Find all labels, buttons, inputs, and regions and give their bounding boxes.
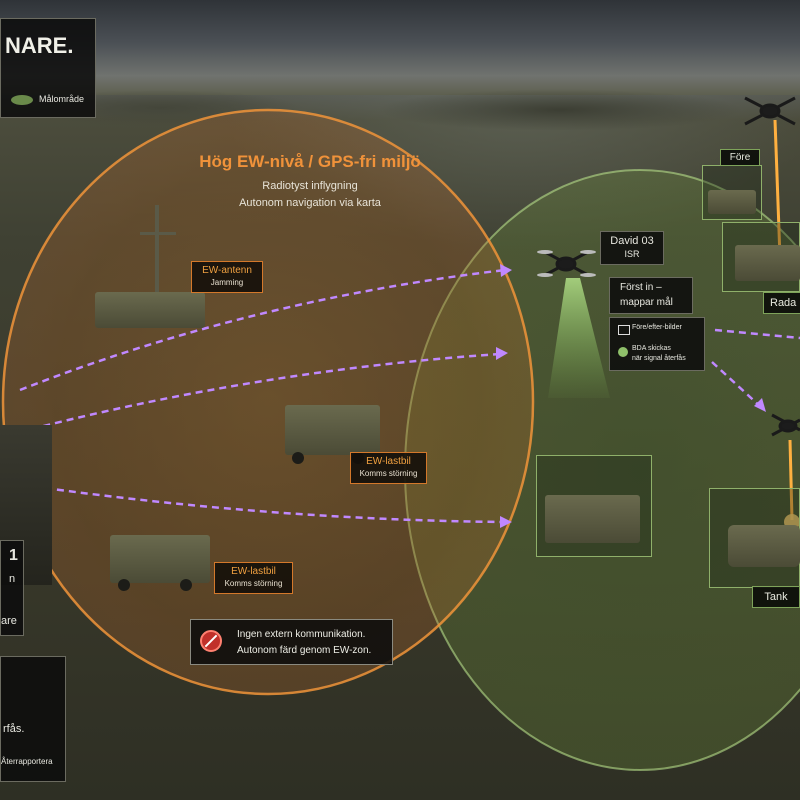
bda-line1: BDA skickas — [632, 345, 671, 352]
flight-paths — [19, 268, 800, 524]
arrowhead-2 — [496, 347, 508, 360]
ew-antenna-label-title: EW-antenn — [202, 265, 252, 276]
arrowhead-3 — [500, 516, 512, 528]
tank-vehicle — [728, 525, 800, 567]
legend-panel: NARE. Målområde — [0, 18, 96, 118]
ew-zone-line1: Radiotyst inflygning — [262, 180, 358, 192]
ew-antenna-vehicle — [95, 292, 205, 328]
left-mid-fragment-2: n — [9, 573, 16, 585]
mapping-title-line2: mappar mål — [620, 297, 673, 308]
ew-truck-2-wheel-rear — [180, 579, 192, 591]
target-area-label: Målområde — [39, 94, 85, 104]
flight-path-3 — [44, 486, 506, 524]
drone-name: David 03 — [610, 235, 654, 247]
mapping-title-line1: Först in – — [620, 282, 662, 293]
arrowhead-1 — [500, 264, 512, 277]
ew-zone-line2: Autonom navigation via karta — [239, 197, 381, 209]
left-mid-panel: 1 n are — [0, 540, 24, 636]
before-thumbnail-vehicle — [708, 190, 756, 214]
arrowhead-4 — [754, 398, 766, 412]
mountain-ridge — [0, 70, 800, 130]
no-comms-line2: Autonom färd genom EW-zon. — [237, 645, 372, 656]
strike-beam-tank — [788, 439, 794, 521]
bda-icon — [618, 347, 628, 357]
legend-title: NARE. — [5, 33, 74, 58]
ew-truck-1-label-sub: Komms störning — [359, 469, 418, 478]
before-after-images-label: Före/efter-bilder — [632, 324, 682, 331]
ew-truck-2-label-title: EW-lastbil — [231, 566, 276, 577]
ew-truck-1-wheel-front — [292, 452, 304, 464]
mapping-detail-panel: Före/efter-bilder BDA skickas när signal… — [609, 317, 705, 371]
left-mid-fragment-3: are — [1, 615, 17, 627]
left-bottom-fragment-2: Återrapportera — [1, 757, 53, 766]
target-area-swatch-icon — [11, 95, 33, 105]
flight-path-2 — [19, 352, 501, 434]
ew-truck-1-label: EW-lastbil Komms störning — [350, 452, 427, 484]
mapping-title-panel: Först in – mappar mål — [609, 277, 693, 314]
flight-path-arrowheads — [496, 264, 766, 528]
no-comms-callout: Ingen extern kommunikation. Autonom färd… — [190, 619, 393, 665]
bda-line2: när signal återfås — [632, 355, 686, 362]
ew-truck-2 — [110, 535, 210, 583]
mapped-target-vehicle — [545, 495, 640, 543]
drone-label: David 03 ISR — [600, 231, 664, 265]
no-comms-line1: Ingen extern kommunikation. — [237, 629, 366, 640]
ew-truck-2-label: EW-lastbil Komms störning — [214, 562, 293, 594]
ew-truck-2-wheel-front — [118, 579, 130, 591]
strike-beams — [773, 119, 794, 521]
ew-truck-1-label-title: EW-lastbil — [366, 456, 411, 467]
left-bottom-panel: rfås. Återrapportera — [0, 656, 66, 782]
ew-truck-2-label-sub: Komms störning — [224, 579, 283, 588]
photo-icon — [618, 325, 630, 335]
ew-antenna-tower — [155, 205, 159, 300]
strike-beam-radar — [773, 119, 782, 259]
ew-zone-title: Hög EW-nivå / GPS-fri miljö — [199, 152, 421, 171]
left-bottom-fragment-1: rfås. — [3, 723, 25, 735]
radar-vehicle — [735, 245, 800, 281]
ew-antenna-label-sub: Jamming — [210, 278, 244, 287]
flight-path-4 — [714, 328, 800, 340]
drone-role: ISR — [624, 249, 640, 259]
ew-antenna-crossbar — [140, 232, 176, 235]
ew-truck-1 — [285, 405, 380, 455]
tank-label: Tank — [752, 586, 800, 608]
ew-antenna-label: EW-antenn Jamming — [191, 261, 263, 293]
left-mid-fragment-1: 1 — [9, 547, 18, 564]
radar-label: Rada — [763, 292, 800, 314]
isr-sensor-beam — [548, 278, 610, 398]
before-label: Före — [720, 149, 760, 166]
